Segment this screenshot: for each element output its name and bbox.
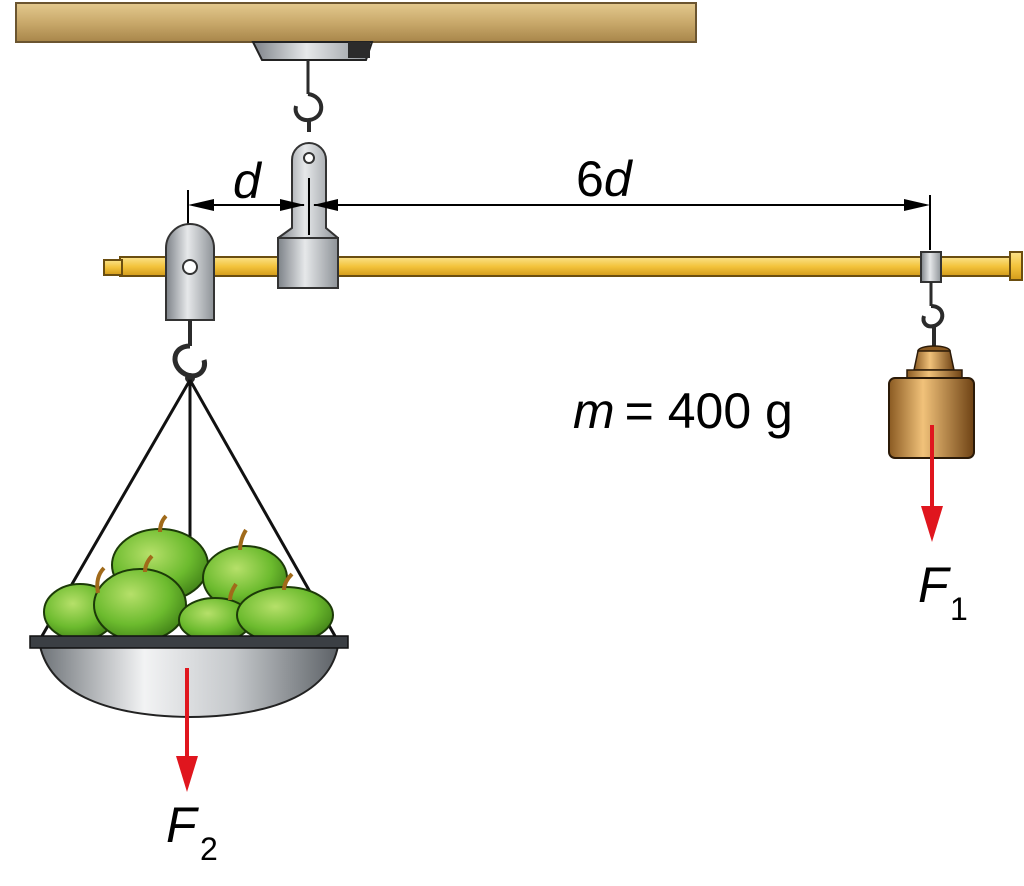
label-6d: 6d	[576, 151, 634, 207]
ceiling-beam	[15, 2, 697, 43]
force-f2-arrow	[176, 668, 198, 792]
left-hook-icon	[172, 343, 208, 379]
right-hanger-clip	[920, 251, 942, 283]
scale-pan	[29, 635, 349, 719]
left-hanger	[165, 223, 215, 321]
mass-label: m= 400 g	[573, 383, 793, 439]
label-f2-sub: 2	[200, 831, 218, 867]
lever-beam	[103, 251, 1023, 281]
label-f1: F	[918, 557, 951, 613]
ceiling-mount	[251, 41, 374, 61]
label-f2: F	[166, 797, 199, 853]
label-f1-sub: 1	[950, 591, 968, 627]
apples	[43, 514, 334, 644]
label-d: d	[233, 153, 263, 209]
ceiling-hook-icon	[293, 92, 324, 123]
mass-weight	[888, 345, 975, 459]
right-hook-icon	[921, 304, 945, 329]
force-f1-arrow	[921, 425, 943, 542]
